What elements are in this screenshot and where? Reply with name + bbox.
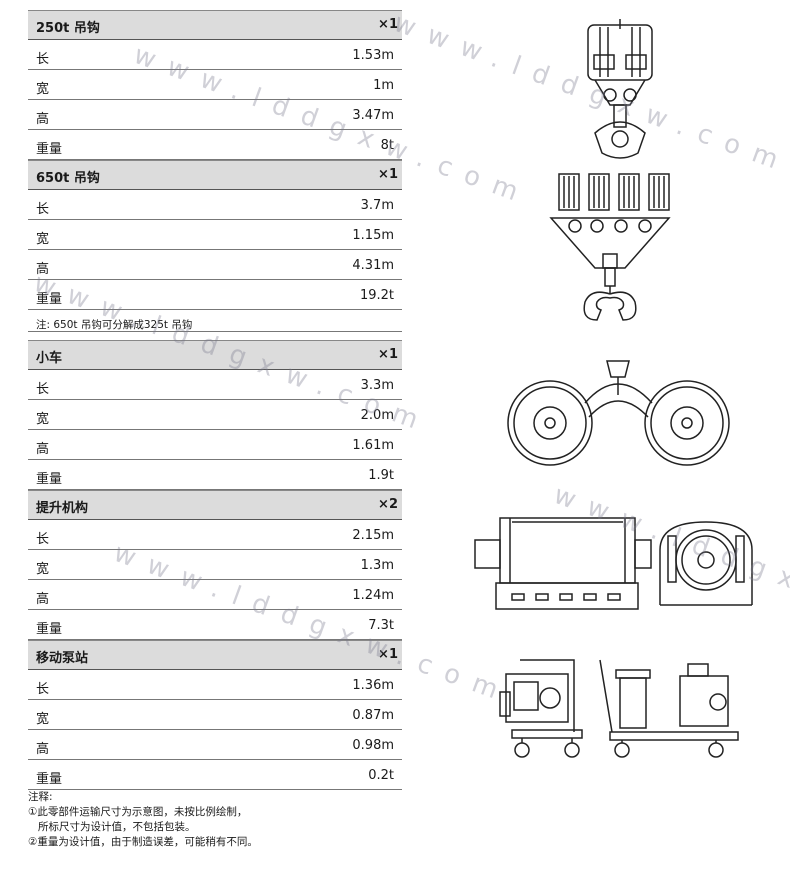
row-label: 重量	[36, 292, 63, 307]
table-row: 重量 1.9t	[28, 460, 402, 490]
row-value: 1m	[373, 78, 394, 93]
row-value: 8t	[380, 138, 394, 153]
row-value: 3.47m	[352, 108, 394, 123]
section-header-650t-hook: 650t 吊钩 ×1	[28, 160, 402, 190]
table-row: 重量 19.2t	[28, 280, 402, 310]
table-row: 长 1.36m	[28, 670, 402, 700]
row-label: 长	[36, 382, 50, 397]
hook-250t-illustration	[570, 15, 670, 160]
row-label: 重量	[36, 622, 63, 637]
footnote-line: ②重量为设计值，由于制造误差，可能稍有不同。	[28, 836, 258, 848]
row-label: 宽	[36, 562, 50, 577]
row-label: 重量	[36, 772, 63, 787]
footnote-line: ①此零部件运输尺寸为示意图，未按比例绘制，	[28, 806, 248, 818]
row-value: 4.31m	[352, 258, 394, 273]
section-header-hoist: 提升机构 ×2	[28, 490, 402, 520]
row-value: 1.15m	[352, 228, 394, 243]
hoist-mechanism-illustration	[470, 510, 770, 615]
row-label: 宽	[36, 232, 50, 247]
section-note: 注: 650t 吊钩可分解成325t 吊钩	[28, 310, 402, 332]
section-qty: ×1	[378, 167, 398, 182]
section-qty: ×1	[378, 347, 398, 362]
row-value: 0.98m	[352, 738, 394, 753]
hook-650t-illustration	[545, 170, 675, 340]
row-value: 2.15m	[352, 528, 394, 543]
row-value: 1.9t	[368, 468, 394, 483]
row-value: 1.3m	[360, 558, 394, 573]
row-value: 3.7m	[360, 198, 394, 213]
table-row: 高 3.47m	[28, 100, 402, 130]
table-row: 宽 2.0m	[28, 400, 402, 430]
row-value: 0.2t	[368, 768, 394, 783]
row-value: 1.61m	[352, 438, 394, 453]
trolley-illustration	[505, 355, 735, 470]
section-qty: ×1	[378, 647, 398, 662]
row-value: 1.36m	[352, 678, 394, 693]
section-header-trolley: 小车 ×1	[28, 340, 402, 370]
table-row: 宽 1m	[28, 70, 402, 100]
spec-table: 250t 吊钩 ×1 长 1.53m 宽 1m 高 3.47m 重量 8t 650t 吊…	[28, 10, 402, 790]
row-label: 重量	[36, 142, 63, 157]
section-title: 250t 吊钩	[36, 21, 100, 36]
footnotes-heading: 注释:	[28, 791, 53, 803]
table-row: 高 1.61m	[28, 430, 402, 460]
section-header-pump-station: 移动泵站 ×1	[28, 640, 402, 670]
table-row: 长 3.3m	[28, 370, 402, 400]
row-label: 长	[36, 532, 50, 547]
row-label: 长	[36, 202, 50, 217]
section-header-250t-hook: 250t 吊钩 ×1	[28, 10, 402, 40]
row-value: 1.24m	[352, 588, 394, 603]
row-value: 3.3m	[360, 378, 394, 393]
section-qty: ×2	[378, 497, 398, 512]
section-title: 650t 吊钩	[36, 171, 100, 186]
row-label: 高	[36, 592, 50, 607]
row-value: 19.2t	[359, 288, 394, 303]
table-row: 高 0.98m	[28, 730, 402, 760]
row-label: 长	[36, 52, 50, 67]
row-label: 宽	[36, 712, 50, 727]
row-label: 宽	[36, 412, 50, 427]
section-title: 移动泵站	[36, 651, 89, 666]
section-qty: ×1	[378, 17, 398, 32]
row-value: 0.87m	[352, 708, 394, 723]
section-title: 小车	[36, 351, 63, 366]
footnotes: 注释: ①此零部件运输尺寸为示意图，未按比例绘制， 所标尺寸为设计值，不包括包装…	[28, 790, 408, 850]
table-row: 宽 1.3m	[28, 550, 402, 580]
table-row: 高 1.24m	[28, 580, 402, 610]
row-label: 重量	[36, 472, 63, 487]
row-label: 长	[36, 682, 50, 697]
table-row: 宽 0.87m	[28, 700, 402, 730]
row-label: 高	[36, 262, 50, 277]
table-row: 重量 7.3t	[28, 610, 402, 640]
row-label: 高	[36, 742, 50, 757]
row-value: 7.3t	[368, 618, 394, 633]
table-row: 长 2.15m	[28, 520, 402, 550]
table-row: 宽 1.15m	[28, 220, 402, 250]
row-value: 2.0m	[360, 408, 394, 423]
pump-station-illustration	[492, 652, 747, 767]
row-label: 高	[36, 442, 50, 457]
row-value: 1.53m	[352, 48, 394, 63]
row-label: 宽	[36, 82, 50, 97]
table-row: 重量 8t	[28, 130, 402, 160]
section-title: 提升机构	[36, 501, 89, 516]
table-row: 长 1.53m	[28, 40, 402, 70]
table-row: 长 3.7m	[28, 190, 402, 220]
table-row: 重量 0.2t	[28, 760, 402, 790]
table-row: 高 4.31m	[28, 250, 402, 280]
footnote-line: 所标尺寸为设计值，不包括包装。	[38, 821, 196, 833]
row-label: 高	[36, 112, 50, 127]
